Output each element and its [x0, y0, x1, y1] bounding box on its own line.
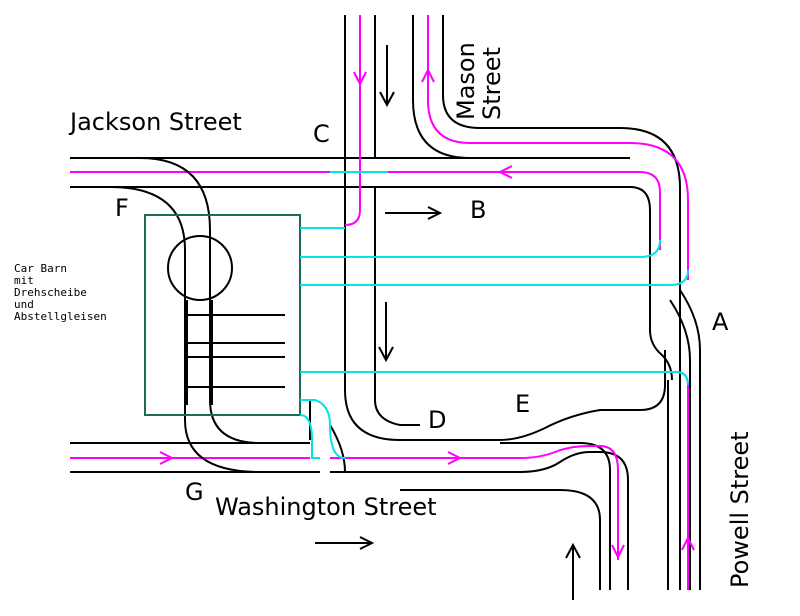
arrow-small-washington-1: [159, 451, 175, 465]
point-c-label: C: [313, 120, 330, 148]
point-b-label: B: [470, 196, 486, 224]
mason-street-label-line1: Mason: [452, 42, 480, 120]
arrow-down-middle: [378, 302, 394, 363]
direction-arrows: [159, 45, 695, 600]
turntable: [167, 235, 233, 301]
f-g-connector-tracks: [109, 157, 346, 473]
point-e-label: E: [515, 390, 530, 418]
powell-street-tracks: [667, 360, 701, 590]
arrow-small-jackson: [497, 165, 513, 179]
arrow-right-washington: [315, 536, 375, 550]
car-barn-caption: Car Barn mit Drehscheibe und Abstellglei…: [14, 262, 107, 323]
mason-street-tracks: [412, 15, 689, 590]
arrow-up-bottom: [565, 542, 581, 600]
arrow-small-washington-2: [447, 451, 463, 465]
arrow-right-b: [385, 206, 443, 220]
car-barn: [144, 214, 301, 416]
washington-street-label: Washington Street: [215, 493, 437, 521]
point-f-label: F: [115, 194, 129, 222]
jackson-street-tracks: [70, 157, 661, 250]
car-barn-caption-line5: Abstellgleisen: [14, 310, 107, 323]
car-barn-caption-line3: Drehscheibe: [14, 286, 87, 299]
arrow-small-mason: [421, 67, 435, 83]
powell-street-label: Powell Street: [726, 431, 754, 588]
a-b-loop-tracks: [629, 186, 701, 590]
car-barn-caption-line1: Car Barn: [14, 262, 67, 275]
point-d-label: D: [428, 406, 446, 434]
point-g-label: G: [185, 478, 204, 506]
arrow-down-c: [379, 45, 395, 108]
mason-street-label-line2: Street: [478, 47, 506, 120]
c-street-tracks: [344, 15, 666, 441]
arrow-small-powell: [681, 535, 695, 551]
car-barn-caption-line2: mit: [14, 274, 34, 287]
car-barn-caption-line4: und: [14, 298, 34, 311]
point-a-label: A: [712, 308, 729, 336]
arrow-small-c: [353, 71, 367, 87]
arrow-small-bottom: [611, 544, 625, 560]
cable-connections: [299, 171, 689, 459]
jackson-street-label: Jackson Street: [68, 108, 242, 136]
